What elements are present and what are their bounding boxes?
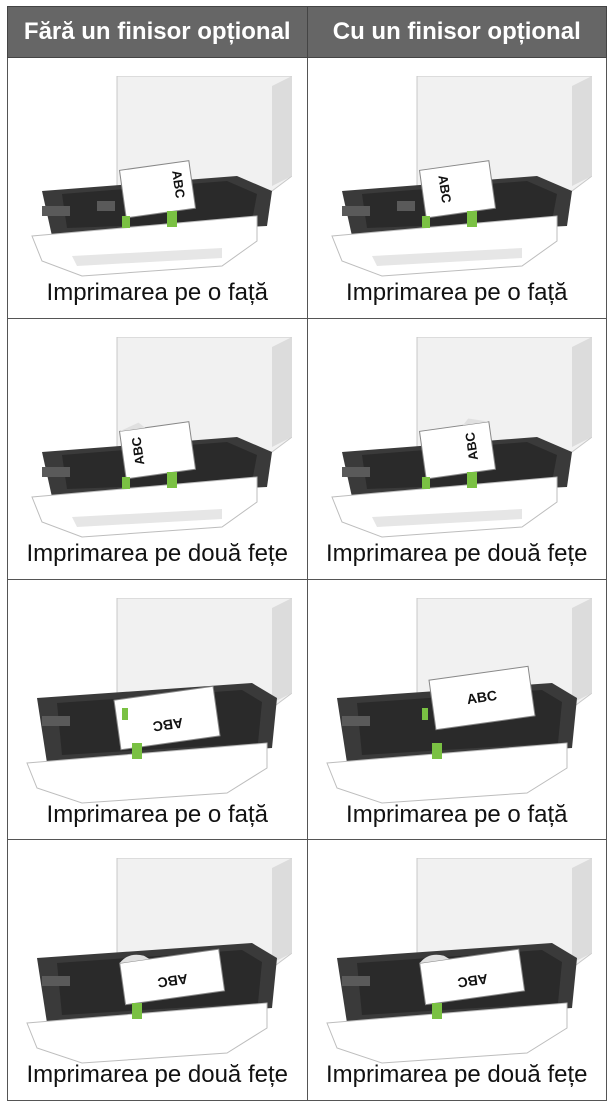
loading-instructions-table: Fără un finisor opțional Cu un finisor o… [7, 6, 607, 1101]
caption: Imprimarea pe două fețe [326, 539, 588, 567]
cell-without-finisher: ABC Imprimarea pe două fețe [7, 317, 308, 580]
cell-with-finisher: ABC Imprimarea pe două fețe [306, 839, 607, 1101]
cell-without-finisher: ABC Imprimarea pe două fețe [7, 839, 308, 1101]
table-row: ABC Imprimarea pe o față [7, 578, 607, 841]
cell-with-finisher: ABC Imprimarea pe o față [306, 578, 607, 841]
table-row: ABC Imprimarea pe o față [7, 57, 607, 319]
paper-tray-illustration: ABC [31, 76, 292, 277]
paper-tray-illustration: ABC [26, 597, 292, 804]
cell-with-finisher: ABC Imprimarea pe două fețe [306, 317, 607, 580]
table-row: ABC Imprimarea pe două fețe [7, 839, 607, 1101]
caption: Imprimarea pe două fețe [326, 1061, 588, 1089]
cell-without-finisher: ABC Imprimarea pe o față [7, 57, 308, 319]
paper-label: ABC [152, 714, 184, 734]
paper-tray-illustration: ABC [31, 336, 292, 538]
paper-label: ABC [435, 174, 454, 205]
paper-tray-illustration: ABC [330, 336, 592, 538]
caption: Imprimarea pe două fețe [26, 1061, 288, 1089]
paper-tray-illustration: ABC [26, 858, 292, 1064]
caption: Imprimarea pe o față [346, 800, 568, 828]
paper-label: ABC [157, 971, 189, 991]
header-without-finisher: Fără un finisor opțional [7, 6, 308, 58]
paper-label: ABC [462, 430, 481, 461]
caption: Imprimarea pe o față [46, 800, 268, 828]
header-with-finisher: Cu un finisor opțional [306, 6, 607, 58]
table-row: ABC Imprimarea pe două fețe [7, 317, 607, 580]
cell-with-finisher: ABC Imprimarea pe o față [306, 57, 607, 319]
paper-label: ABC [128, 435, 147, 466]
paper-label: ABC [169, 169, 188, 200]
cell-without-finisher: ABC Imprimarea pe o față [7, 578, 308, 841]
caption: Imprimarea pe două fețe [26, 539, 288, 567]
paper-tray-illustration: ABC [330, 76, 592, 277]
paper-label: ABC [456, 971, 488, 991]
header-row: Fără un finisor opțional Cu un finisor o… [7, 6, 607, 58]
paper-label: ABC [465, 686, 497, 706]
caption: Imprimarea pe o față [46, 279, 268, 306]
paper-tray-illustration: ABC [325, 858, 592, 1064]
caption: Imprimarea pe o față [346, 279, 568, 306]
paper-tray-illustration: ABC [325, 597, 592, 804]
